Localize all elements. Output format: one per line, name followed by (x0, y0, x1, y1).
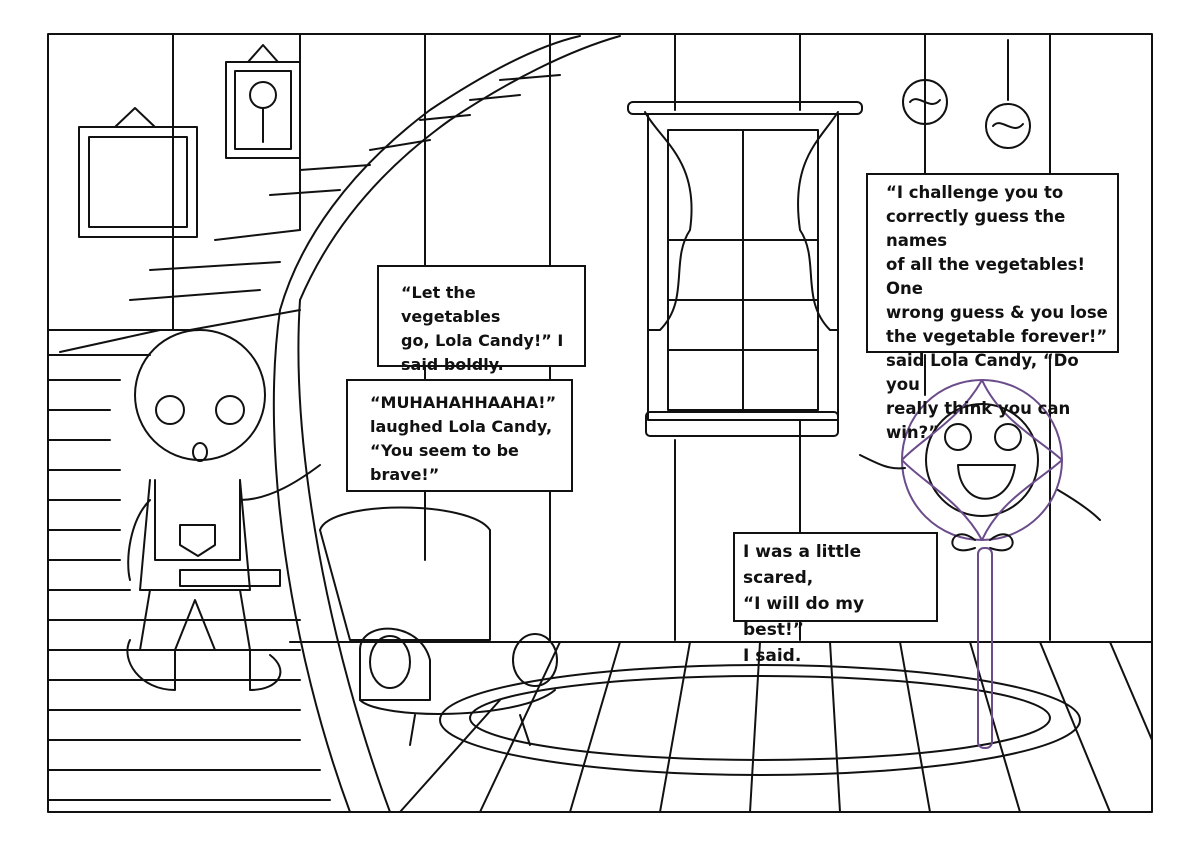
candy-ornament-icon (902, 39, 948, 125)
armchair (319, 506, 558, 746)
round-rug (439, 664, 1081, 776)
staircase (47, 35, 621, 813)
wooden-floor (289, 641, 1153, 813)
page-frame (47, 33, 1153, 813)
lola-candy-lollipop (859, 379, 1101, 749)
picture-frame-lollipops (78, 107, 198, 238)
speech-bubble-let-vegetables-go: “Let the vegetables go, Lola Candy!” I s… (377, 265, 586, 374)
speech-bubble-lola-laughs: “MUHAHAHHAAHA!” laughed Lola Candy, “You… (346, 379, 573, 492)
speech-bubble-lola-challenge: “I challenge you to correctly guess the … (866, 173, 1119, 442)
window (627, 101, 863, 437)
speech-bubble-little-scared: I was a little scared, “I will do my bes… (733, 532, 938, 666)
candy-ornament-icon (985, 39, 1031, 149)
picture-frame-magnifier (225, 44, 301, 159)
girl-character (126, 329, 321, 691)
